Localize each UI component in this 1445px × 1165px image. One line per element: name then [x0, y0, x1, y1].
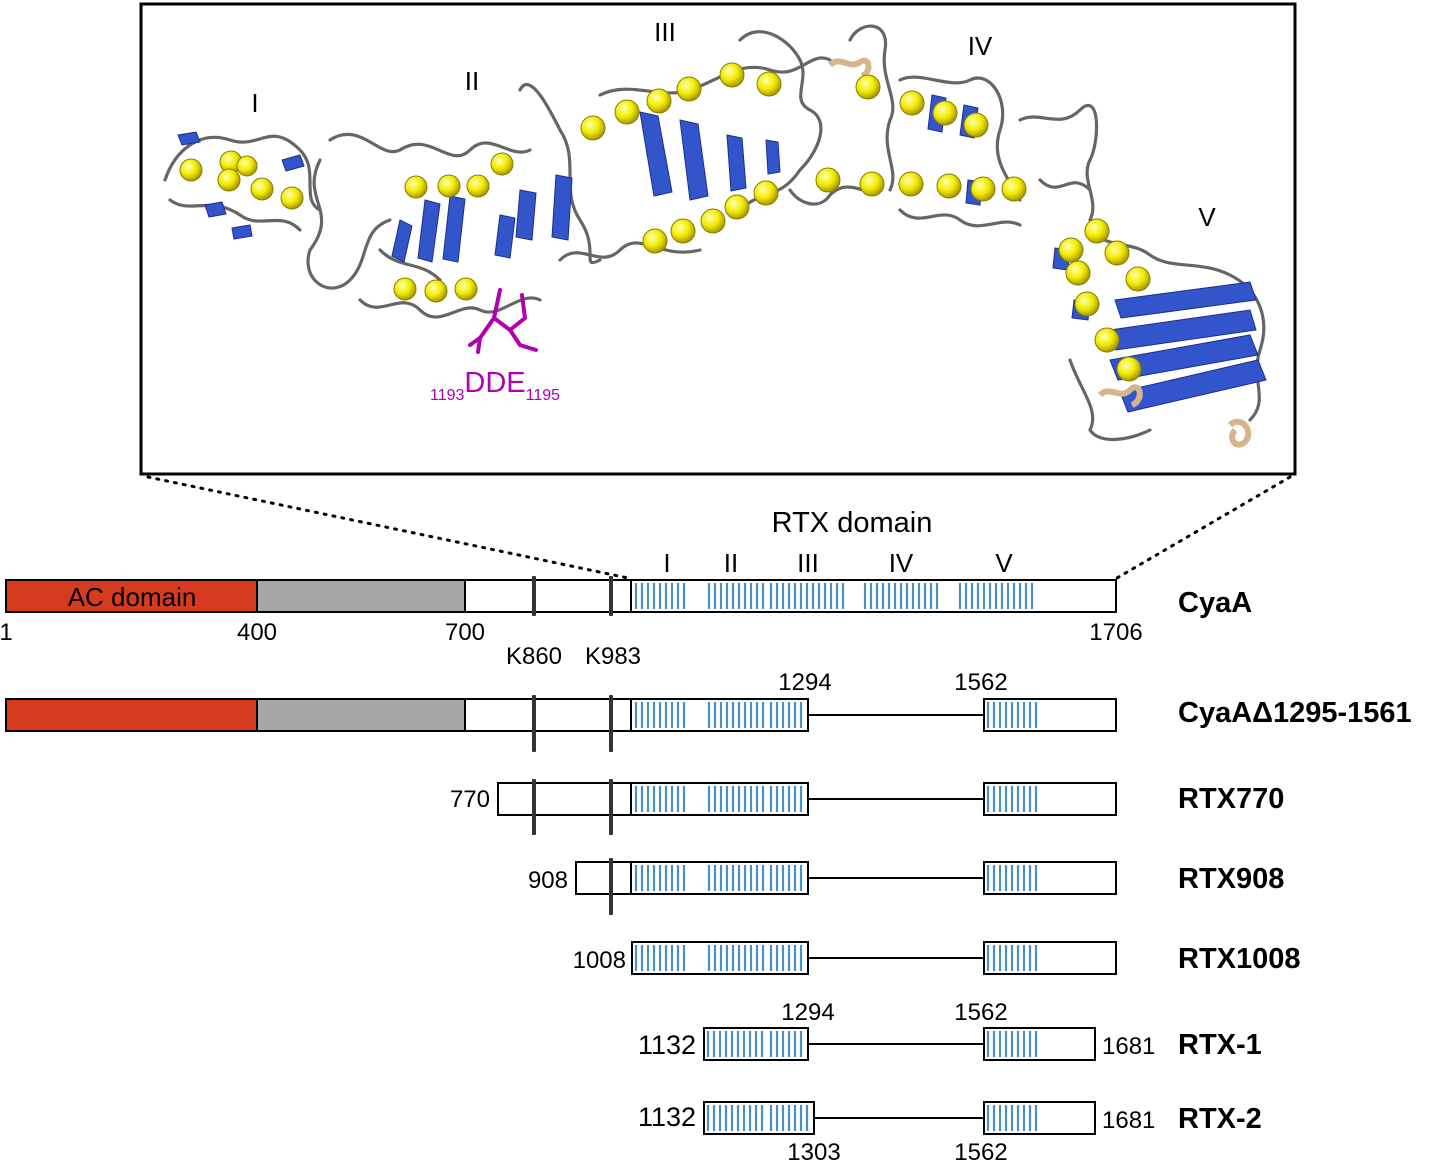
- calcium-ions: [179, 62, 1151, 382]
- rtx1-end: 1681: [1102, 1033, 1155, 1060]
- ac-domain-label: AC domain: [68, 582, 197, 612]
- rtx1-label-1562: 1562: [954, 999, 1007, 1026]
- dde-motif-label: 1193DDE1195: [430, 367, 560, 404]
- construct-rtx1008: 1008 RTX1008: [573, 941, 1301, 975]
- dde-motif-sticks: [468, 288, 538, 354]
- construct-rtx-1: 1294 1562 1132 1681 RTX-1: [638, 999, 1262, 1061]
- structure-label-IV: IV: [968, 31, 993, 61]
- cyaa-schematic: RTX domain I II III IV V AC domain 1 400…: [0, 507, 1252, 670]
- rtx1-start: 1132: [638, 1030, 696, 1060]
- rtx908-stripes: [634, 865, 1038, 891]
- rtx770-stripes: [634, 786, 1038, 812]
- construct-rtx770: 770 RTX770: [450, 779, 1284, 835]
- lysine-k860-label: K860: [506, 643, 562, 670]
- dde-motif-start: 1193: [430, 387, 465, 404]
- hydrophobic-segment: [256, 579, 466, 613]
- rtx2-label-1562: 1562: [954, 1139, 1007, 1165]
- rtx1008-start: 1008: [573, 947, 626, 974]
- rtx2-label-1303: 1303: [787, 1139, 840, 1165]
- rtx2-end: 1681: [1102, 1107, 1155, 1134]
- structure-label-V: V: [1198, 202, 1216, 232]
- structure-panel: I II III IV V 1193DDE1195: [139, 2, 1297, 476]
- delta-rtx-stripes: [634, 702, 1038, 728]
- rtx770-start: 770: [450, 786, 490, 813]
- delta-label-1294: 1294: [778, 669, 831, 696]
- structure-label-I: I: [251, 88, 258, 118]
- rtx-block-label-III: III: [797, 548, 819, 578]
- construct-name-cyaa: CyaA: [1178, 587, 1252, 619]
- rtx1008-stripes: [634, 945, 1038, 971]
- construct-name-rtx770: RTX770: [1178, 783, 1284, 815]
- helix-segments: [827, 57, 1252, 448]
- structure-label-II: II: [465, 66, 479, 96]
- structure-label-III: III: [654, 17, 676, 47]
- zoom-lines: [146, 475, 1292, 580]
- delta-label-1562: 1562: [954, 669, 1007, 696]
- rtx2-start: 1132: [638, 1102, 696, 1132]
- construct-name-rtx-2: RTX-2: [1178, 1103, 1262, 1135]
- coil-loops: [163, 24, 1266, 442]
- position-1: 1: [0, 619, 13, 646]
- rtx-block-label-II: II: [724, 548, 738, 578]
- lysine-k860-mark: [532, 576, 536, 616]
- rtx-block-label-IV: IV: [889, 548, 914, 578]
- position-700: 700: [445, 619, 485, 646]
- rtx1-stripes: [706, 1031, 1038, 1057]
- construct-rtx-2: 1132 1681 1303 1562 RTX-2: [638, 1101, 1262, 1165]
- construct-name-cyaa-delta: CyaAΔ1295-1561: [1178, 697, 1412, 729]
- construct-name-rtx908: RTX908: [1178, 863, 1284, 895]
- rtx-block-label-I: I: [663, 548, 670, 578]
- position-1706: 1706: [1089, 619, 1142, 646]
- rtx2-stripes: [706, 1105, 1038, 1131]
- ac-domain-segment: [5, 579, 258, 613]
- dde-motif-end: 1195: [526, 387, 561, 404]
- construct-rtx908: 908 RTX908: [528, 858, 1284, 915]
- lysine-k983-mark: [609, 576, 613, 616]
- dde-motif-text: DDE: [464, 367, 525, 399]
- rtx908-start: 908: [528, 867, 568, 894]
- position-400: 400: [237, 619, 277, 646]
- beta-strands: [177, 94, 1267, 413]
- construct-name-rtx-1: RTX-1: [1178, 1029, 1262, 1061]
- rtx-block-label-V: V: [995, 548, 1013, 578]
- construct-cyaa-delta: 1294 1562 CyaAΔ1295-1561: [5, 669, 1412, 752]
- structure-frame: [139, 2, 1297, 476]
- lysine-k983-label: K983: [585, 643, 641, 670]
- rtx-domain-title: RTX domain: [772, 507, 933, 539]
- rtx1-label-1294: 1294: [781, 999, 834, 1026]
- construct-name-rtx1008: RTX1008: [1178, 943, 1301, 975]
- cyaa-rtx-stripes: [634, 583, 1034, 609]
